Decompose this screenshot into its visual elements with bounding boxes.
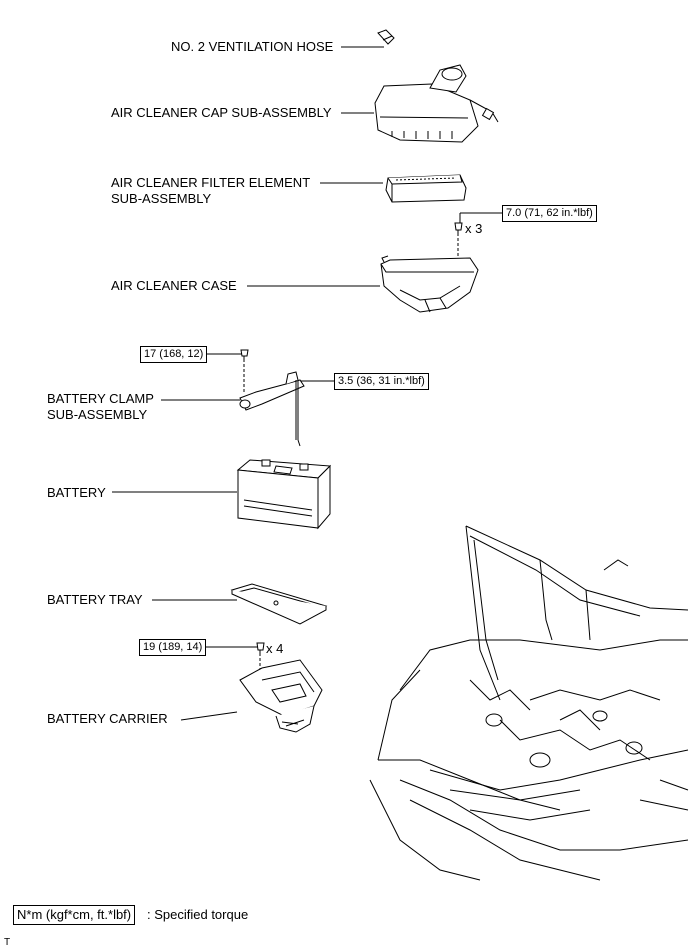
legend-torque-text: : Specified torque	[147, 907, 249, 922]
vehicle-illustration	[369, 525, 689, 881]
torque-carrier-bolt: 19 (189, 14)	[139, 639, 207, 656]
label-filter-line2: SUB-ASSEMBLY	[111, 191, 212, 206]
air-cleaner-filter-part	[385, 174, 467, 203]
label-clamp-line1: BATTERY CLAMP	[47, 391, 154, 406]
label-carrier: BATTERY CARRIER	[47, 711, 168, 726]
legend-torque-box: N*m (kgf*cm, ft.*lbf)	[13, 905, 136, 925]
count-case-bolt: x 3	[465, 221, 483, 236]
count-carrier-bolt: x 4	[266, 641, 284, 656]
case-bolt-part	[454, 222, 463, 262]
ventilation-hose-part	[377, 29, 395, 45]
battery-clamp-part	[239, 371, 305, 447]
leader-carrier	[180, 711, 238, 721]
label-vent-hose: NO. 2 VENTILATION HOSE	[171, 39, 334, 54]
battery-tray-part	[230, 583, 328, 625]
label-cap: AIR CLEANER CAP SUB-ASSEMBLY	[111, 105, 332, 120]
label-battery: BATTERY	[47, 485, 106, 500]
battery-carrier-part	[239, 659, 323, 733]
corner-mark: T	[4, 937, 11, 948]
label-filter-line1: AIR CLEANER FILTER ELEMENT	[111, 175, 311, 190]
label-case: AIR CLEANER CASE	[111, 278, 237, 293]
clamp-bolt-part	[240, 349, 249, 394]
torque-clamp-nut: 3.5 (36, 31 in.*lbf)	[334, 373, 429, 390]
air-cleaner-case-part	[380, 255, 479, 313]
air-cleaner-cap-part	[374, 64, 499, 143]
label-clamp-line2: SUB-ASSEMBLY	[47, 407, 148, 422]
battery-part	[236, 459, 332, 530]
label-tray: BATTERY TRAY	[47, 592, 143, 607]
torque-clamp-bolt: 17 (168, 12)	[140, 346, 208, 363]
torque-case-bolt: 7.0 (71, 62 in.*lbf)	[502, 205, 597, 222]
